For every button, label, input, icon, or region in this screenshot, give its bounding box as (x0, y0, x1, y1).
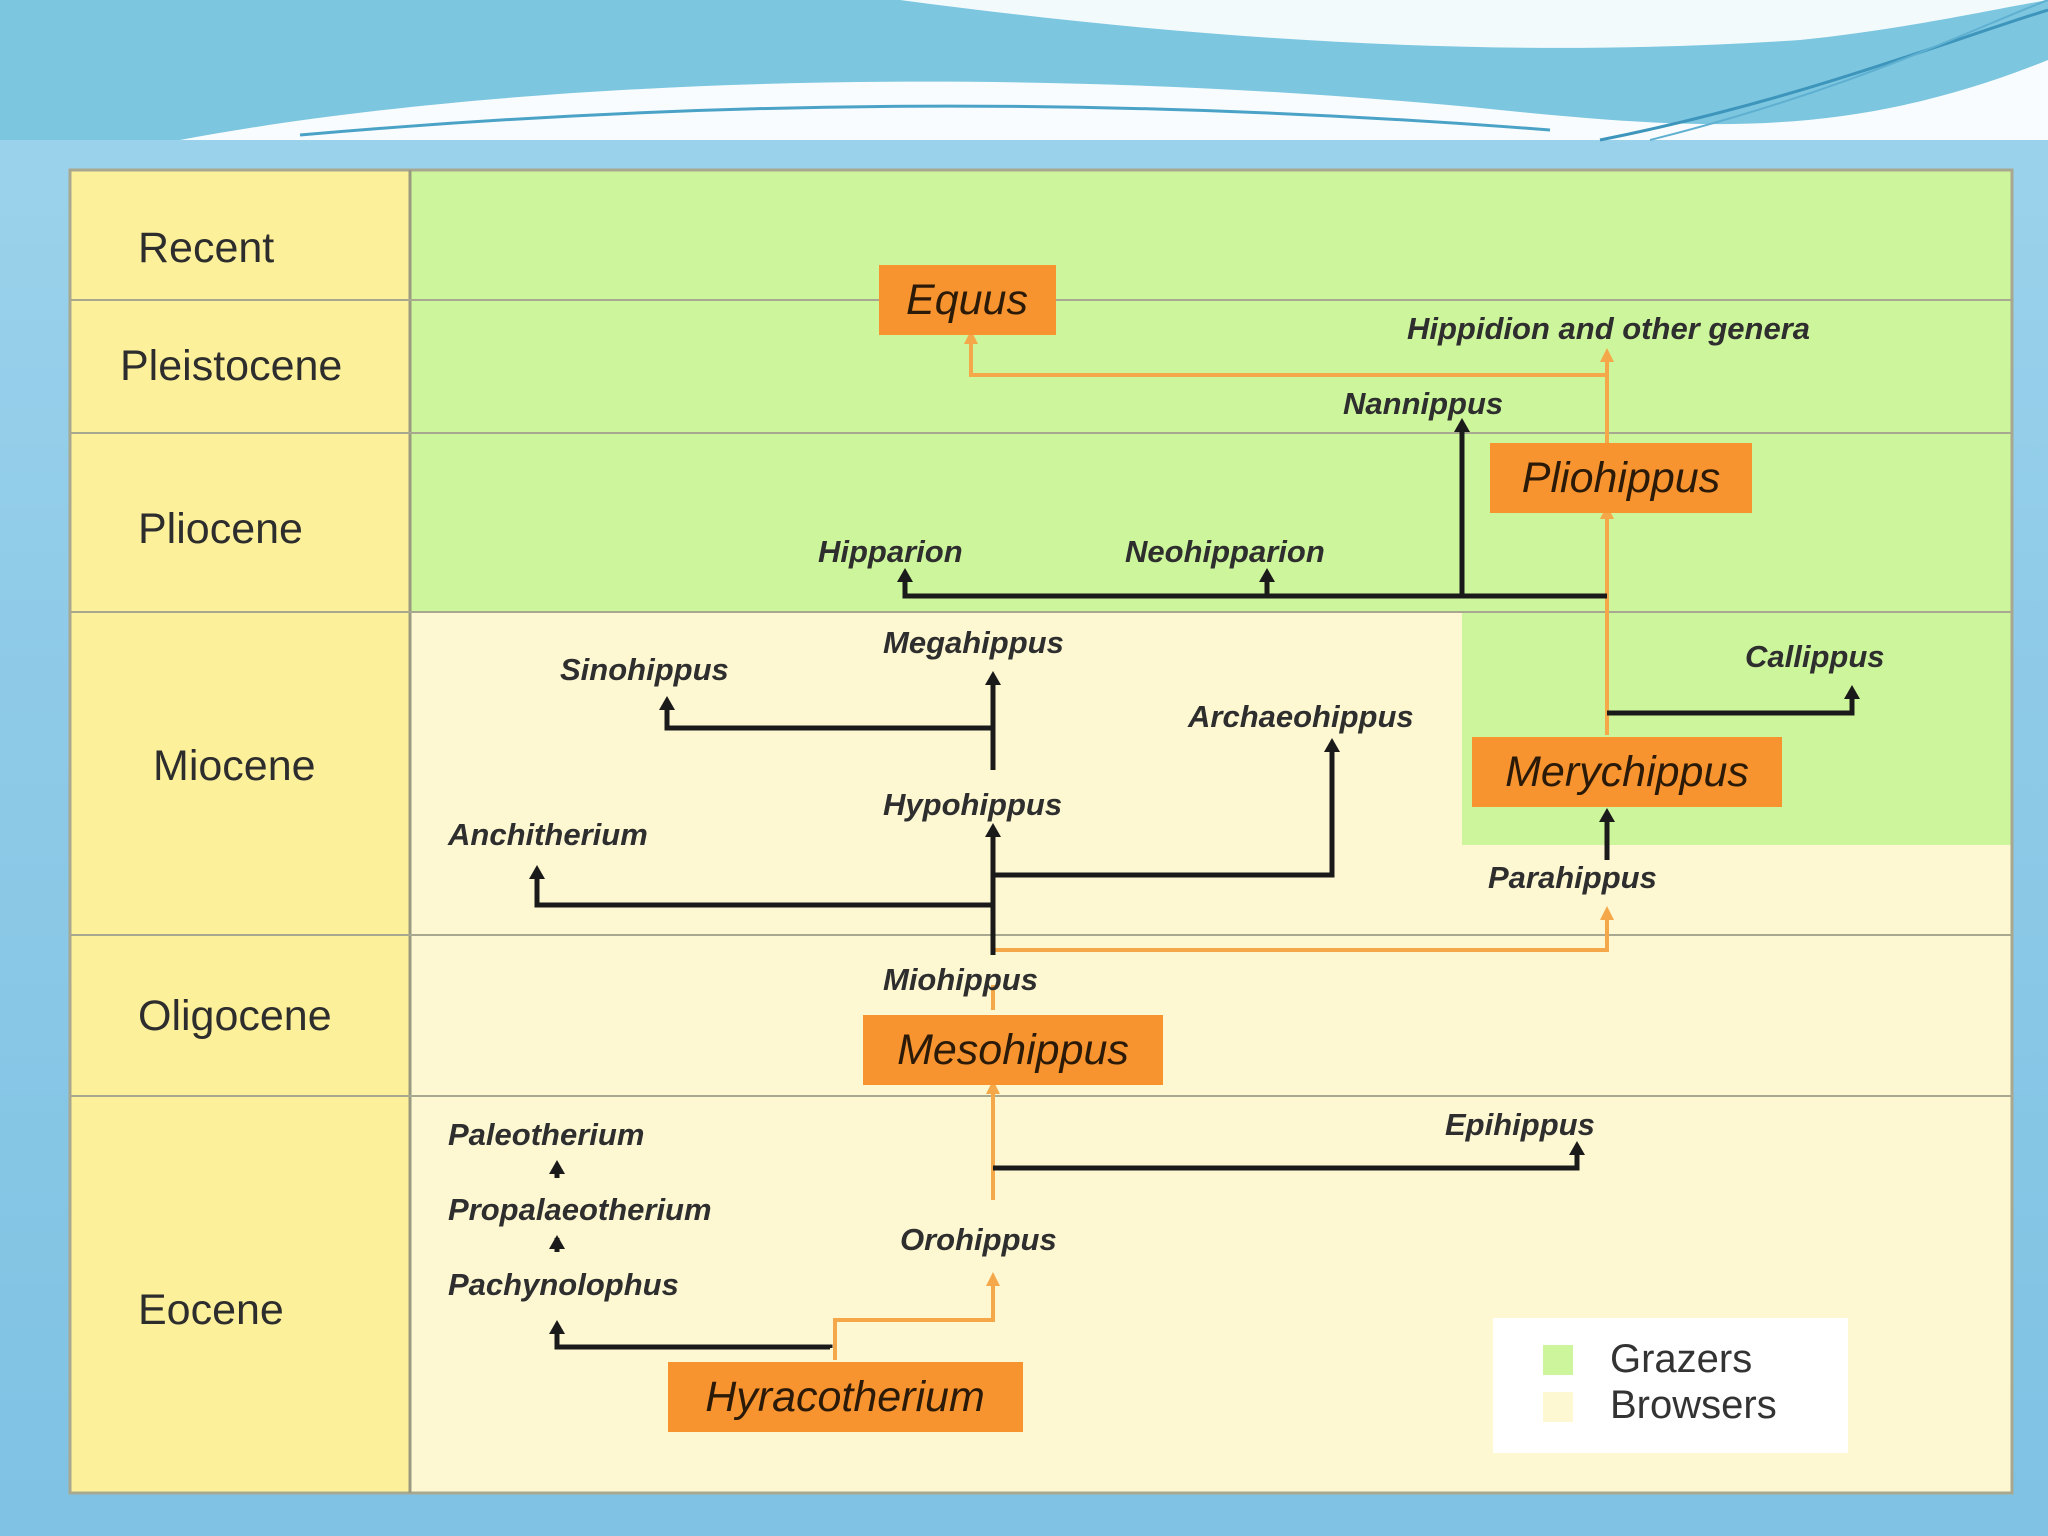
genus-parahippus: Parahippus (1488, 860, 1657, 895)
epoch-pleistocene: Pleistocene (120, 342, 342, 390)
genus-orohippus: Orohippus (900, 1222, 1057, 1257)
svg-text:Merychippus: Merychippus (1505, 748, 1749, 796)
epoch-oligocene: Oligocene (138, 992, 332, 1040)
chart-border (68, 168, 2014, 1495)
genus-paleotherium: Paleotherium (448, 1117, 644, 1152)
key-genus-pliohippus: Pliohippus (1490, 443, 1752, 513)
legend-swatch-grazers (1543, 1345, 1573, 1375)
key-genus-hyracotherium: Hyracotherium (668, 1362, 1023, 1432)
key-genus-merychippus: Merychippus (1472, 737, 1782, 807)
svg-text:Pliohippus: Pliohippus (1522, 454, 1720, 502)
epoch-pliocene: Pliocene (138, 505, 303, 553)
legend-box (1493, 1318, 1848, 1453)
svg-text:Hyracotherium: Hyracotherium (705, 1373, 985, 1421)
genus-hipparion: Hipparion (818, 534, 963, 569)
genus-archaeohippus: Archaeohippus (1187, 699, 1414, 734)
genus-propalaeotherium: Propalaeotherium (448, 1192, 712, 1227)
genus-hippidion: Hippidion and other genera (1407, 311, 1810, 346)
genus-nannippus: Nannippus (1343, 386, 1503, 421)
epoch-eocene: Eocene (138, 1286, 284, 1334)
legend-label-browsers: Browsers (1610, 1383, 1777, 1427)
grazer-area-miocene (1462, 612, 2012, 845)
key-genus-equus: Equus (879, 265, 1056, 335)
genus-pachynolophus: Pachynolophus (448, 1267, 679, 1302)
svg-text:Equus: Equus (906, 276, 1028, 324)
epoch-miocene: Miocene (153, 742, 316, 790)
genus-sinohippus: Sinohippus (560, 652, 729, 687)
legend: Grazers Browsers (1493, 1318, 1848, 1453)
epoch-recent: Recent (138, 224, 274, 272)
main-lineage-lines (833, 335, 1609, 1360)
genus-hypohippus: Hypohippus (883, 787, 1062, 822)
svg-text:Mesohippus: Mesohippus (897, 1026, 1129, 1074)
genus-epihippus: Epihippus (1445, 1107, 1595, 1142)
genus-megahippus: Megahippus (883, 625, 1064, 660)
grazer-area-upper (410, 170, 2012, 612)
genus-callippus: Callippus (1745, 639, 1885, 674)
genus-neohipparion: Neohipparion (1125, 534, 1325, 569)
key-genus-mesohippus: Mesohippus (863, 1015, 1163, 1085)
legend-label-grazers: Grazers (1610, 1337, 1752, 1381)
genus-anchitherium: Anchitherium (447, 817, 648, 852)
epoch-column (70, 170, 410, 1493)
legend-swatch-browsers (1543, 1392, 1573, 1422)
side-branch-arrowheads (529, 418, 1860, 1334)
genus-miohippus: Miohippus (883, 962, 1038, 997)
